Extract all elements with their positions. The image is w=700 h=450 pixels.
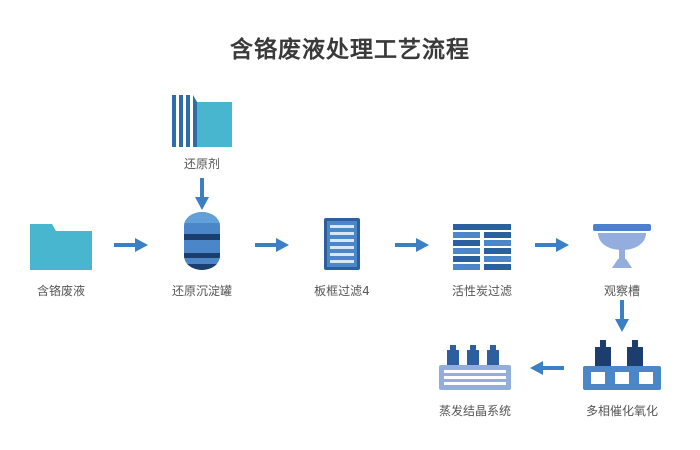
node-observe: 观察槽 — [562, 208, 682, 299]
reducer-striped-folder-icon — [170, 93, 234, 147]
arrow-right-icon — [535, 236, 569, 254]
arrow-right-icon — [114, 236, 148, 254]
tank-capsule-icon — [184, 208, 220, 270]
node-reducer: 还原剂 — [142, 93, 262, 172]
node-label: 观察槽 — [603, 284, 640, 298]
node-oxidation: 多相催化氧化 — [562, 338, 682, 419]
waste-folder-icon — [30, 208, 92, 270]
node-label: 活性炭过滤 — [451, 284, 512, 298]
node-label: 多相催化氧化 — [585, 404, 658, 418]
node-label: 蒸发结晶系统 — [438, 404, 511, 418]
arrow-left-icon — [530, 359, 564, 377]
oxidation-machine-icon — [583, 338, 661, 392]
node-plate-filter: 板框过滤4 — [282, 208, 402, 299]
arrow-right-icon — [255, 236, 289, 254]
carbon-filter-icon — [453, 208, 511, 270]
observe-funnel-icon — [593, 208, 651, 270]
node-carbon-filter: 活性炭过滤 — [422, 208, 542, 299]
node-label: 还原剂 — [183, 157, 220, 171]
evaporation-machine-icon — [439, 338, 511, 392]
node-label: 含铬废液 — [36, 284, 85, 298]
node-waste: 含铬废液 — [1, 208, 121, 299]
node-tank: 还原沉淀罐 — [142, 208, 262, 299]
arrow-down-icon — [613, 300, 631, 332]
node-evaporation: 蒸发结晶系统 — [415, 338, 535, 419]
node-label: 还原沉淀罐 — [171, 284, 232, 298]
node-label: 板框过滤4 — [314, 284, 370, 298]
arrow-down-icon — [193, 178, 211, 210]
page-title: 含铬废液处理工艺流程 — [230, 37, 470, 63]
plate-filter-icon — [324, 208, 360, 270]
arrow-right-icon — [395, 236, 429, 254]
